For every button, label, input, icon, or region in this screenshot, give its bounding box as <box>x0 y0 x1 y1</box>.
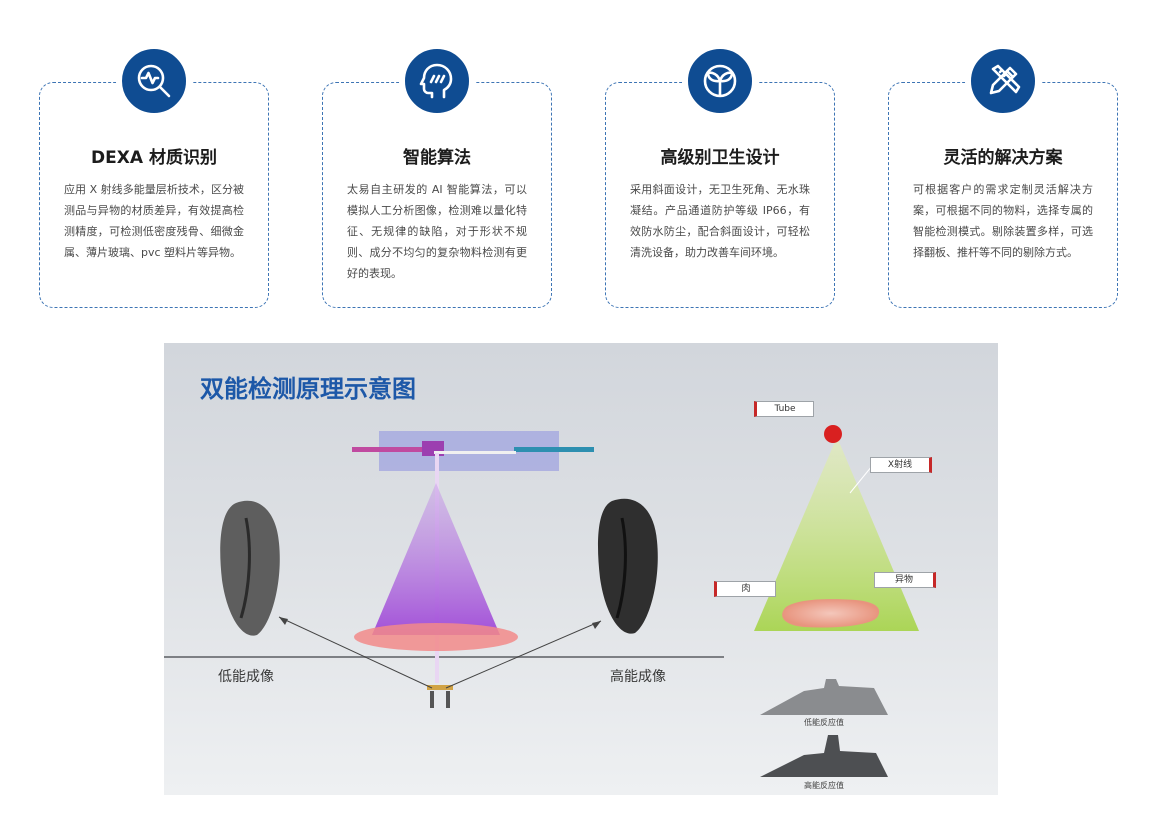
sample-meat <box>354 623 518 651</box>
diagram-title: 双能检测原理示意图 <box>200 375 416 403</box>
feature-title: 灵活的解决方案 <box>943 148 1063 168</box>
tube-label: Tube <box>754 401 814 417</box>
high-energy-label: 高能成像 <box>610 669 666 685</box>
source-arm <box>434 451 516 454</box>
dual-energy-diagram: 双能检测原理示意图 <box>164 343 998 795</box>
arrow-to-high <box>445 620 602 689</box>
feature-card-dexa: DEXA 材质识别 应用 X 射线多能量层析技术，区分被测品与异物的材质差异，有… <box>39 43 269 308</box>
source-rod-left <box>352 447 432 452</box>
meat-label: 肉 <box>714 581 776 597</box>
source-rod-right <box>514 447 594 452</box>
feature-title: DEXA 材质识别 <box>91 148 217 168</box>
pulse-magnifier-icon <box>116 43 192 119</box>
diagram-illustration <box>164 425 919 777</box>
xray-beam <box>372 483 500 635</box>
feature-description: 太易自主研发的 AI 智能算法，可以模拟人工分析图像，检测难以量化特征、无规律的… <box>347 183 527 280</box>
low-energy-label: 低能成像 <box>218 669 274 685</box>
foreign-body-label: 异物 <box>874 572 936 588</box>
feature-description: 应用 X 射线多能量层析技术，区分被测品与异物的材质差异，有效提高检测精度，可检… <box>64 183 244 259</box>
feature-card-algorithm: 智能算法 太易自主研发的 AI 智能算法，可以模拟人工分析图像，检测难以量化特征… <box>322 43 552 308</box>
low-response-profile <box>760 679 888 715</box>
pencil-ruler-icon <box>965 43 1041 119</box>
feature-card-hygiene: 高级别卫生设计 采用斜面设计，无卫生死角、无水珠凝结。产品通道防护等级 IP66… <box>605 43 835 308</box>
high-response-label: 高能反应值 <box>804 781 844 790</box>
low-response-label: 低能反应值 <box>804 718 844 727</box>
feature-card-solutions: 灵活的解决方案 可根据客户的需求定制灵活解决方案，可根据不同的物料，选择专属的智… <box>888 43 1118 308</box>
detector-leg-left <box>430 691 434 708</box>
feature-title: 智能算法 <box>403 148 471 168</box>
detector <box>427 685 453 690</box>
high-energy-image <box>597 498 658 634</box>
xray-label: X射线 <box>870 457 932 473</box>
xray-source-dot <box>824 425 842 443</box>
leaf-shield-icon <box>682 43 758 119</box>
feature-description: 采用斜面设计，无卫生死角、无水珠凝结。产品通道防护等级 IP66，有效防水防尘，… <box>630 183 810 259</box>
feature-title: 高级别卫生设计 <box>660 148 780 168</box>
detector-leg-right <box>446 691 450 708</box>
ai-head-icon <box>399 43 475 119</box>
meat-sample-right <box>782 599 880 628</box>
arrow-to-low <box>278 616 433 689</box>
high-response-profile <box>760 735 888 777</box>
feature-description: 可根据客户的需求定制灵活解决方案，可根据不同的物料，选择专属的智能检测模式。剔除… <box>913 183 1093 259</box>
